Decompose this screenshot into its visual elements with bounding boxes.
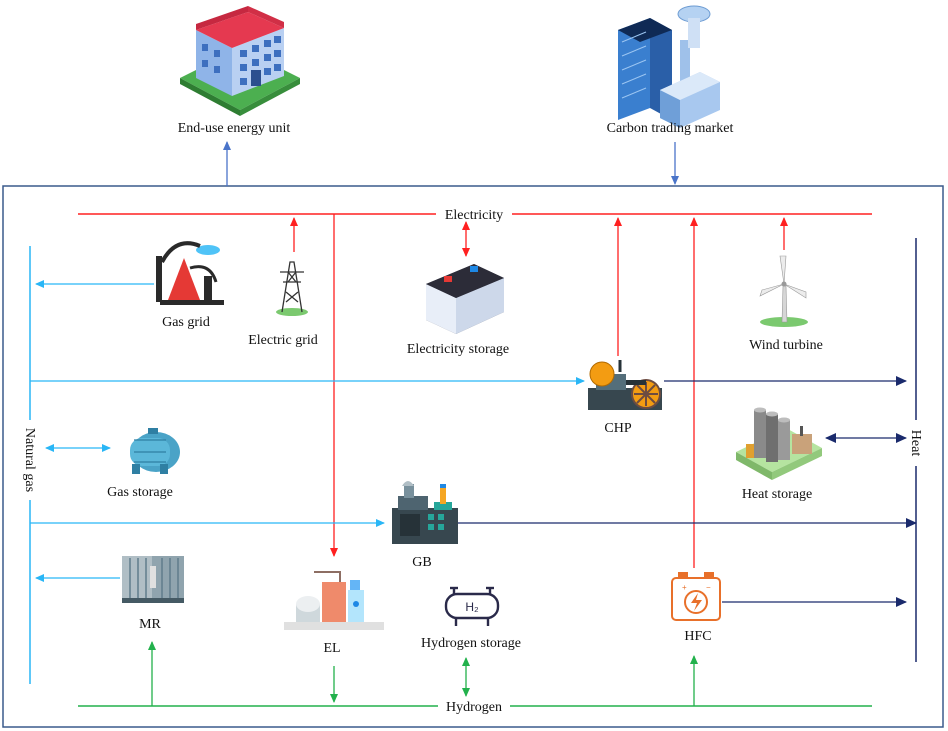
gas-tank-icon [130,428,180,474]
hydrogen-storage-label: Hydrogen storage [421,636,521,651]
boiler-icon [392,481,458,544]
hydrogen-tank-icon: H₂ [444,586,500,626]
chp-label: CHP [604,421,631,436]
office-building-icon [180,6,300,116]
h2-tag: H₂ [465,600,479,614]
fuel-cell-icon: + − [671,572,721,621]
system-boundary [2,185,944,728]
gb-label: GB [412,555,431,570]
heat-storage-label: Heat storage [742,487,812,502]
svg-text:+: + [682,583,687,592]
heat-bus-label: Heat [908,430,923,457]
electricity-bus-label: Electricity [445,208,503,223]
electrolyzer-icon [284,571,384,630]
silo-plant-icon [736,407,822,480]
svg-text:−: − [706,583,711,592]
transmission-tower-icon [276,261,308,316]
oil-pump-icon [156,241,224,305]
electric-grid-label: Electric grid [248,333,318,348]
methanation-reactor-icon [122,556,184,603]
el-label: EL [323,641,340,656]
wind-turbine-icon [759,255,808,327]
end-use-label: End-use energy unit [178,121,291,136]
gas-grid-label: Gas grid [162,315,210,330]
natural-gas-bus-label: Natural gas [22,428,37,492]
hydrogen-bus-label: Hydrogen [446,700,502,715]
mr-label: MR [139,617,161,632]
battery-icon [426,264,504,334]
gas-storage-label: Gas storage [107,485,173,500]
carbon-market-label: Carbon trading market [607,121,734,136]
hfc-label: HFC [684,629,711,644]
electricity-storage-label: Electricity storage [407,342,509,357]
city-tower-icon [618,5,720,128]
wind-turbine-label: Wind turbine [749,338,823,353]
engine-icon [588,360,662,410]
